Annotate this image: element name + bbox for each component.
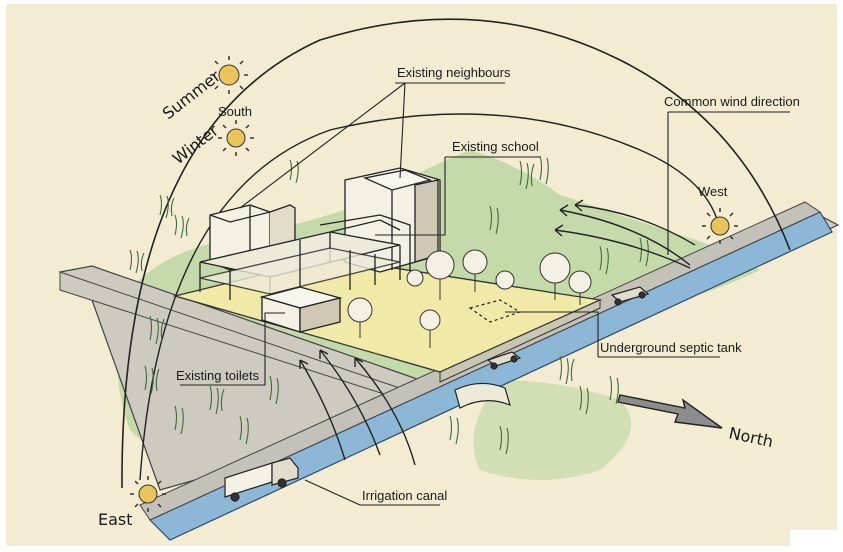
leader-lines <box>180 82 790 506</box>
label-south: South <box>218 104 252 119</box>
label-existing-school: Existing school <box>452 139 539 154</box>
sun-icon <box>210 56 248 94</box>
north-arrow-icon <box>617 394 723 429</box>
corner-gap <box>790 530 843 552</box>
winter-sun-arc <box>139 113 721 481</box>
label-irrigation-canal: Irrigation canal <box>362 488 447 503</box>
car-icon <box>610 286 650 306</box>
wind-arrows <box>299 199 696 466</box>
sun-icon <box>702 208 738 244</box>
site-platform-edge <box>439 299 601 383</box>
car-icon <box>486 351 522 370</box>
label-existing-toilets: Existing toilets <box>176 368 260 383</box>
bridge <box>454 382 511 409</box>
existing-toilets-building <box>259 286 343 333</box>
label-west: West <box>698 184 728 199</box>
trees <box>347 249 592 348</box>
grass-tufts <box>129 155 649 455</box>
label-east: East <box>98 510 133 529</box>
label-existing-neighbours: Existing neighbours <box>397 65 511 80</box>
existing-school-building <box>199 214 411 310</box>
summer-sun-arc <box>121 18 791 489</box>
sun-icon <box>218 120 254 156</box>
label-common-wind-direction: Common wind direction <box>664 94 800 109</box>
truck-icon <box>224 457 299 502</box>
label-underground-septic-tank: Underground septic tank <box>600 340 742 355</box>
sun-icon <box>130 476 166 512</box>
